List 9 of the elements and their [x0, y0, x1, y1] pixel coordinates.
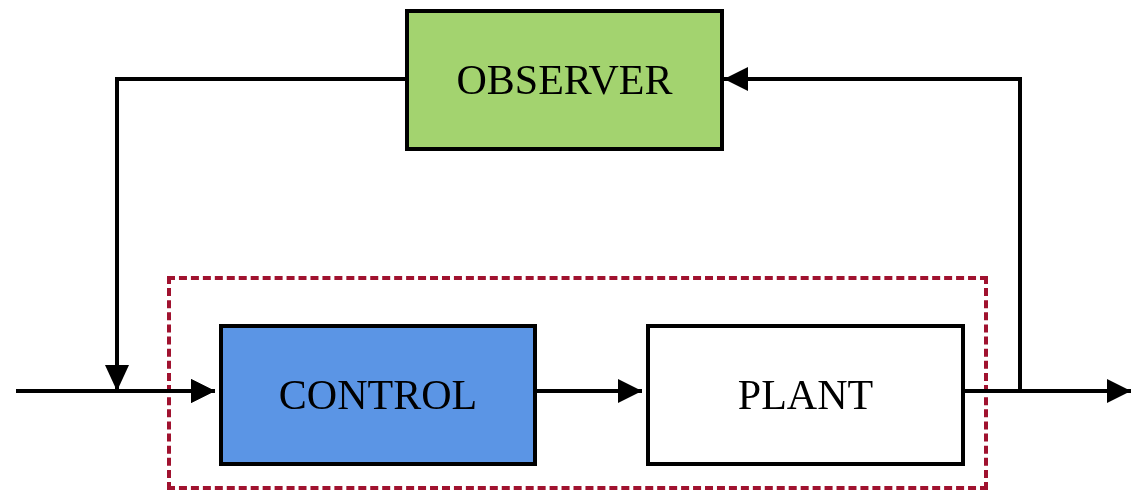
arrow	[724, 67, 1022, 393]
box-label: CONTROL	[278, 371, 478, 419]
process-box	[219, 324, 537, 466]
arrow	[105, 77, 405, 403]
box-label: PLANT	[737, 371, 874, 419]
dashed-group-box	[167, 276, 988, 490]
box-label: OBSERVER	[456, 56, 673, 104]
process-box	[646, 324, 965, 466]
process-box	[405, 9, 724, 151]
